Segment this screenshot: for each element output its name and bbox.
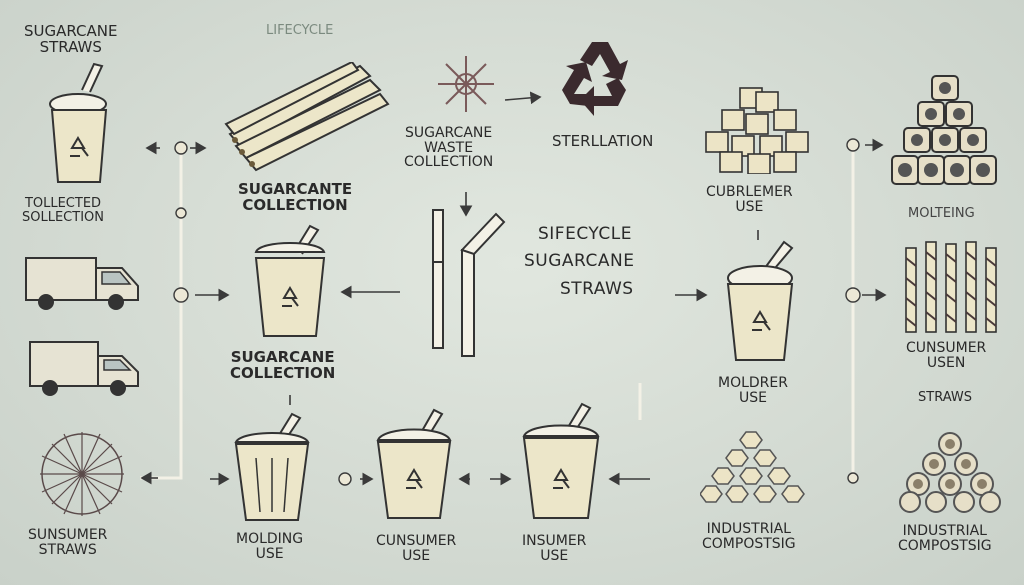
cup-icon xyxy=(49,62,108,183)
cup-icon xyxy=(726,240,794,361)
bin-icon xyxy=(376,408,452,519)
hexagon-pile-icon xyxy=(700,431,805,503)
straws-right-label: STRAWS xyxy=(918,390,972,405)
van-icon xyxy=(25,257,139,310)
center-title-2: SUGARCANE xyxy=(524,251,635,271)
top-title: SUGARCANE STRAWS xyxy=(24,22,118,56)
cunsumer-label: CUNSUMER USE xyxy=(376,533,457,564)
insumer-label: INSUMER USE xyxy=(522,533,587,564)
cubes-icon xyxy=(705,87,809,174)
sterilation-label: STERLLATION xyxy=(552,132,654,150)
truck-icon xyxy=(29,341,139,396)
waste-label: SUGARCANE WASTE COLLECTION xyxy=(404,125,494,171)
fiber-disc-icon xyxy=(40,432,124,516)
molding-label: MOLDING USE xyxy=(236,531,304,562)
top-lifecycle-label: LIFECYCLE xyxy=(266,23,334,38)
sunsumer-label: SUNSUMER STRAWS xyxy=(28,527,108,558)
bin-icon xyxy=(254,224,326,337)
center-title-1: SIFECYCLE xyxy=(538,224,632,244)
pipes-pyramid-icon xyxy=(891,75,997,185)
molteing-label: MOLTEING xyxy=(908,206,975,221)
sugarcante-label: SUGARCANTE COLLECTION xyxy=(238,180,353,214)
bent-straw-icon xyxy=(460,212,506,357)
mid-collection-label: SUGARCANE COLLECTION xyxy=(230,348,336,382)
straw-icon xyxy=(432,209,444,349)
recycle-icon xyxy=(562,42,628,116)
straws-bundle-icon xyxy=(224,62,390,172)
industrial-label-1: INDUSTRIAL COMPOSTSIG xyxy=(702,521,796,552)
snowflake-icon xyxy=(438,56,494,112)
industrial-label-2: INDUSTRIAL COMPOSTSIG xyxy=(898,523,992,554)
cubrlemer-label: CUBRLEMER USE xyxy=(706,184,793,215)
moldrer-label: MOLDRER USE xyxy=(718,375,788,406)
cunsumer-usen-label: CUNSUMER USEN xyxy=(906,340,987,371)
tollected-label: TOLLECTED SOLLECTION xyxy=(22,196,104,225)
pipes-pile-icon xyxy=(899,432,1001,513)
bin-icon xyxy=(234,412,310,521)
center-title-3: STRAWS xyxy=(560,279,634,299)
bin-icon xyxy=(522,402,600,519)
striped-straws-icon xyxy=(905,241,997,333)
